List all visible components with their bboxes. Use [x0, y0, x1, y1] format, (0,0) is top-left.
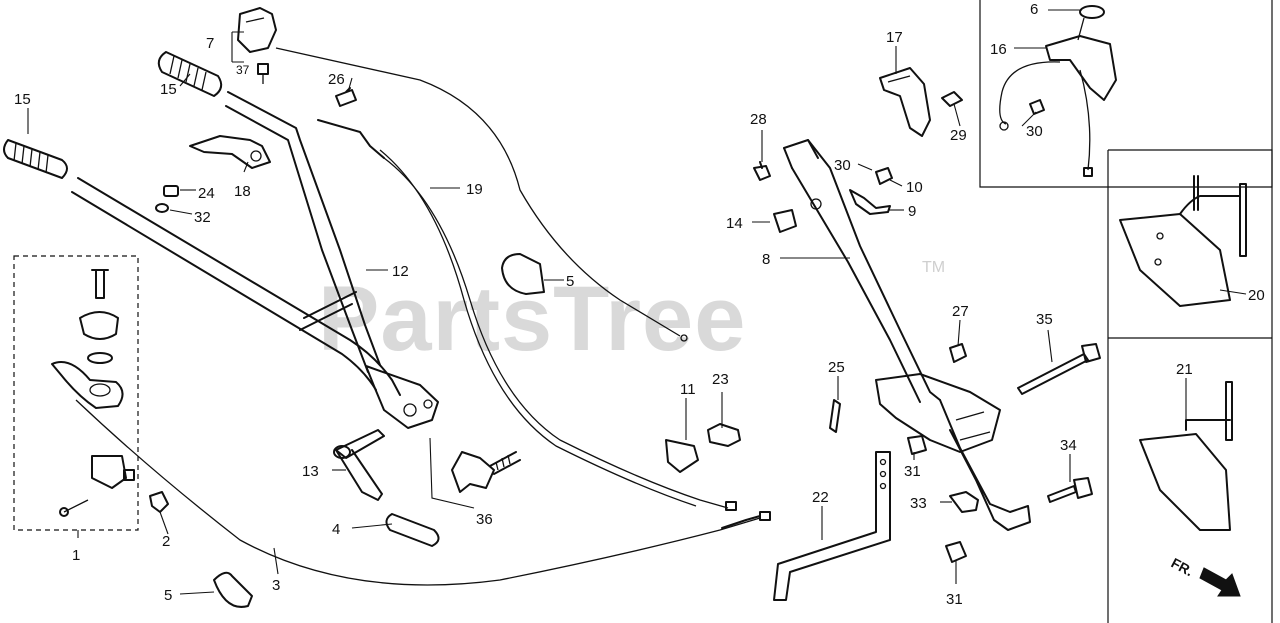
handle-grip-right: [157, 51, 223, 97]
clip-9: [849, 189, 891, 215]
bolt-33: [949, 491, 979, 513]
callout-7: 7: [206, 35, 214, 52]
callout-15-left: 15: [14, 91, 31, 108]
callout-11: 11: [680, 381, 696, 398]
collar-14: [773, 209, 797, 233]
throttle-assembly-box: [13, 255, 139, 531]
furrower-20: [1119, 175, 1247, 307]
bracket-11: [665, 439, 699, 473]
nut-31-lower: [945, 541, 967, 563]
callout-1: 1: [72, 547, 80, 564]
upper-right-inset-box: [979, 0, 1273, 188]
throttle-cable-lower: [75, 399, 771, 586]
callout-15-right: 15: [160, 81, 177, 98]
bolt-29: [941, 91, 963, 107]
callout-31-lower: 31: [946, 591, 963, 608]
callout-5-lower: 5: [164, 587, 172, 604]
callout-20: 20: [1248, 287, 1265, 304]
front-direction-label: FR.: [1169, 555, 1196, 580]
callout-27: 27: [952, 303, 969, 320]
watermark-text: PartsTree: [318, 268, 746, 370]
nut-31-upper: [907, 435, 927, 455]
lever-17: [879, 67, 931, 137]
washer-32: [155, 203, 169, 213]
callout-6: 6: [1030, 1, 1038, 18]
callout-5-upper: 5: [566, 273, 574, 290]
callout-32: 32: [194, 209, 211, 226]
clutch-cable-19: [317, 119, 737, 511]
callout-36: 36: [476, 511, 493, 528]
callout-19: 19: [466, 181, 483, 198]
handle-grip-left: [3, 139, 68, 179]
grip-4: [385, 513, 440, 547]
front-direction-arrow: FR.: [1169, 555, 1241, 597]
callout-29: 29: [950, 127, 967, 144]
collar-24: [163, 185, 179, 197]
callout-8: 8: [762, 251, 770, 268]
callout-21: 21: [1176, 361, 1193, 378]
bolt-27: [949, 343, 967, 363]
callout-14: 14: [726, 215, 743, 232]
callout-31-upper: 31: [904, 463, 921, 480]
callout-26: 26: [328, 71, 345, 88]
callout-25: 25: [828, 359, 845, 376]
callout-4: 4: [332, 521, 340, 538]
furrower-inset-box: [1107, 149, 1273, 623]
callout-12: 12: [392, 263, 409, 280]
callout-34: 34: [1060, 437, 1077, 454]
callout-30-inset: 30: [1026, 123, 1043, 140]
switch-bracket-16: [999, 5, 1117, 177]
callout-17: 17: [886, 29, 903, 46]
pin-25: [829, 399, 841, 433]
bolt-26: [335, 87, 357, 107]
callout-33: 33: [910, 495, 927, 512]
bolt-34: [1047, 477, 1093, 503]
cable-clamp-lower: [213, 571, 253, 608]
bolt-23: [707, 423, 741, 447]
handle-pipe-right: [225, 91, 439, 429]
cable-clamp-upper: [501, 253, 545, 295]
throttle-assembly: [51, 269, 135, 517]
callout-10: 10: [906, 179, 923, 196]
callout-37: 37: [236, 63, 250, 77]
clip-2: [149, 491, 169, 513]
callout-24: 24: [198, 185, 215, 202]
callout-9: 9: [908, 203, 916, 220]
lock-lever-13: [333, 429, 385, 501]
bolt-35: [1017, 343, 1101, 395]
callout-30-mid: 30: [834, 157, 851, 174]
callout-labels: 7 37 15 15 26 19 24 32 18 12 5 13 4 36 1…: [14, 1, 1265, 608]
callout-2: 2: [162, 533, 170, 550]
knob-36: [451, 451, 521, 493]
callout-3: 3: [272, 577, 280, 594]
throttle-cable-upper: [275, 47, 688, 342]
callout-28: 28: [750, 111, 767, 128]
bolt-28: [753, 161, 771, 181]
nut-10: [875, 167, 893, 185]
lever-clutch: [189, 135, 271, 169]
throttle-lever-7: [237, 7, 277, 84]
callout-16: 16: [990, 41, 1007, 58]
callout-13: 13: [302, 463, 319, 480]
handle-column-8: [783, 139, 1031, 531]
callout-35: 35: [1036, 311, 1053, 328]
callout-18: 18: [234, 183, 251, 200]
watermark-trademark: TM: [922, 259, 945, 276]
callout-22: 22: [812, 489, 829, 506]
depth-bar-22: [773, 451, 891, 601]
leader-lines: [27, 9, 1247, 595]
callout-23: 23: [712, 371, 729, 388]
